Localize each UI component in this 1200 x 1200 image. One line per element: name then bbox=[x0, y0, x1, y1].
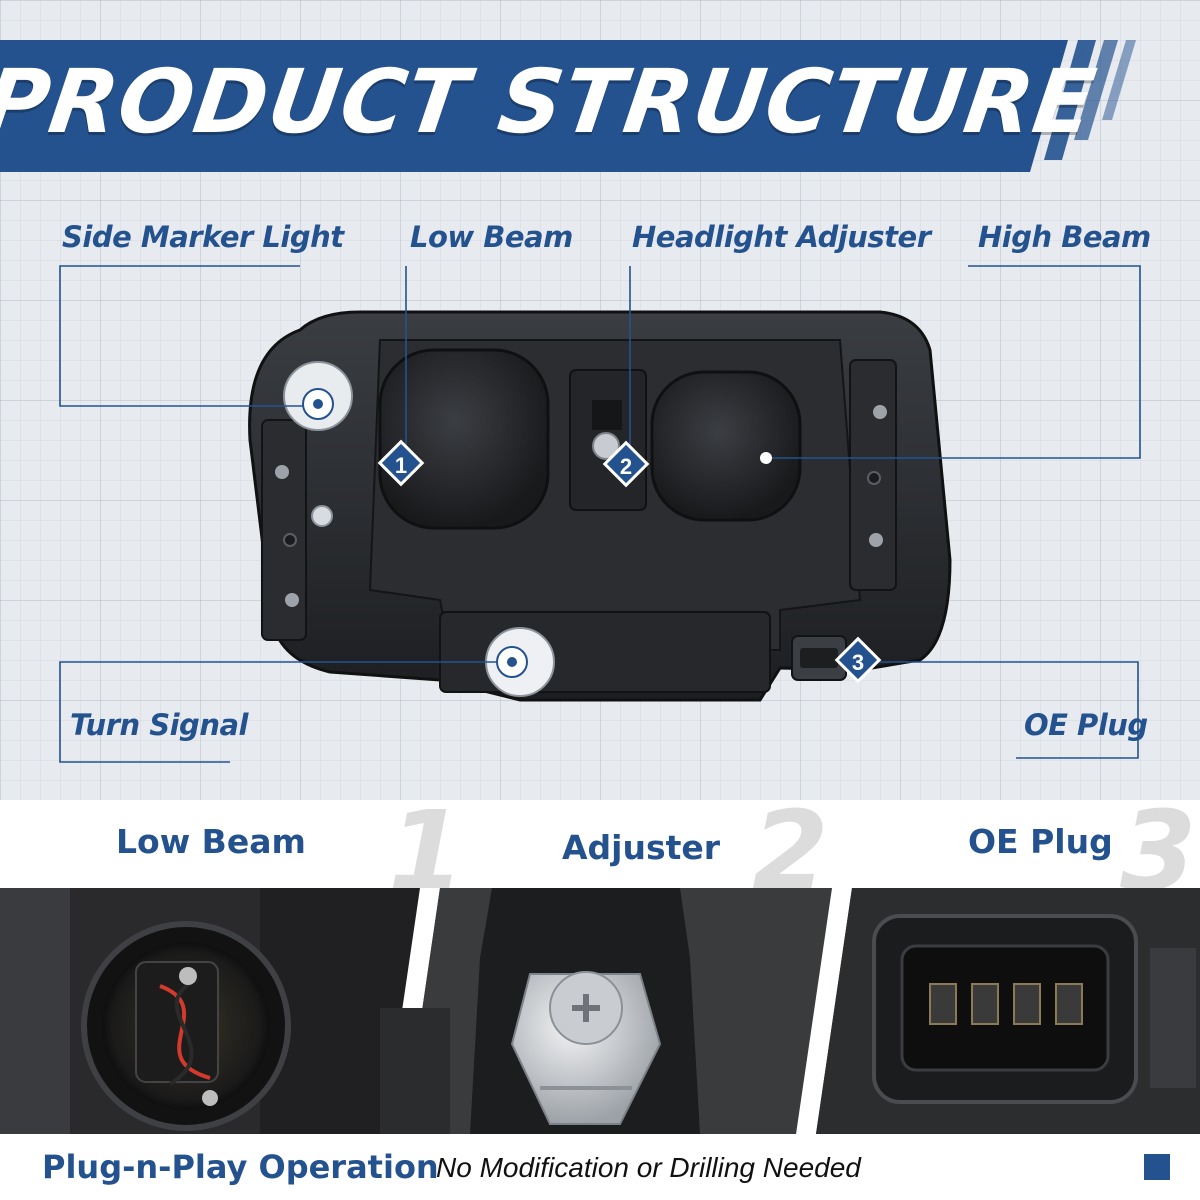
diamond-marker-2: 2 bbox=[602, 440, 650, 488]
product-structure-panel: PRODUCT STRUCTURE Side Marker Light Low … bbox=[0, 0, 1200, 800]
detail-label-oe-plug: OE Plug bbox=[968, 822, 1113, 861]
detail-photos bbox=[0, 888, 1200, 1134]
footer-accent-square bbox=[1144, 1154, 1170, 1180]
callout-headlight-adjuster: Headlight Adjuster bbox=[632, 220, 931, 254]
footer-rest-text: No Modification or Drilling Needed bbox=[436, 1152, 861, 1183]
dot-marker-turn bbox=[496, 646, 528, 678]
callout-low-beam: Low Beam bbox=[410, 220, 573, 254]
diamond-marker-3: 3 bbox=[834, 636, 882, 684]
photo-low-beam bbox=[0, 888, 420, 1134]
photo-oe-plug bbox=[816, 888, 1200, 1134]
callout-oe-plug: OE Plug bbox=[1024, 708, 1148, 742]
detail-number-1: 1 bbox=[388, 800, 465, 888]
detail-number-2: 2 bbox=[752, 800, 829, 888]
detail-label-low-beam: Low Beam bbox=[116, 822, 306, 861]
dot-marker-side bbox=[302, 388, 334, 420]
footer-bar: Plug-n-Play Operation No Modification or… bbox=[0, 1134, 1200, 1200]
callout-side-marker-light: Side Marker Light bbox=[62, 220, 344, 254]
callout-turn-signal: Turn Signal bbox=[70, 708, 248, 742]
svg-text:3: 3 bbox=[852, 650, 864, 675]
photo-adjuster bbox=[380, 888, 832, 1134]
title-banner: PRODUCT STRUCTURE bbox=[0, 0, 1200, 175]
svg-text:2: 2 bbox=[620, 454, 632, 479]
detail-label-adjuster: Adjuster bbox=[562, 828, 721, 867]
svg-text:1: 1 bbox=[395, 453, 407, 478]
callout-high-beam: High Beam bbox=[978, 220, 1151, 254]
diamond-marker-1: 1 bbox=[377, 439, 425, 487]
footer-strong-text: Plug-n-Play Operation bbox=[42, 1148, 439, 1186]
detail-number-3: 3 bbox=[1120, 800, 1197, 888]
headlight-rear-illustration: 1 2 3 bbox=[59, 265, 1141, 763]
dot-marker-high-beam bbox=[760, 452, 772, 464]
detail-photo-drawings bbox=[0, 888, 1200, 1134]
banner-shape bbox=[0, 40, 1136, 172]
detail-label-strip: 1 2 3 Low Beam Adjuster OE Plug bbox=[0, 800, 1200, 888]
